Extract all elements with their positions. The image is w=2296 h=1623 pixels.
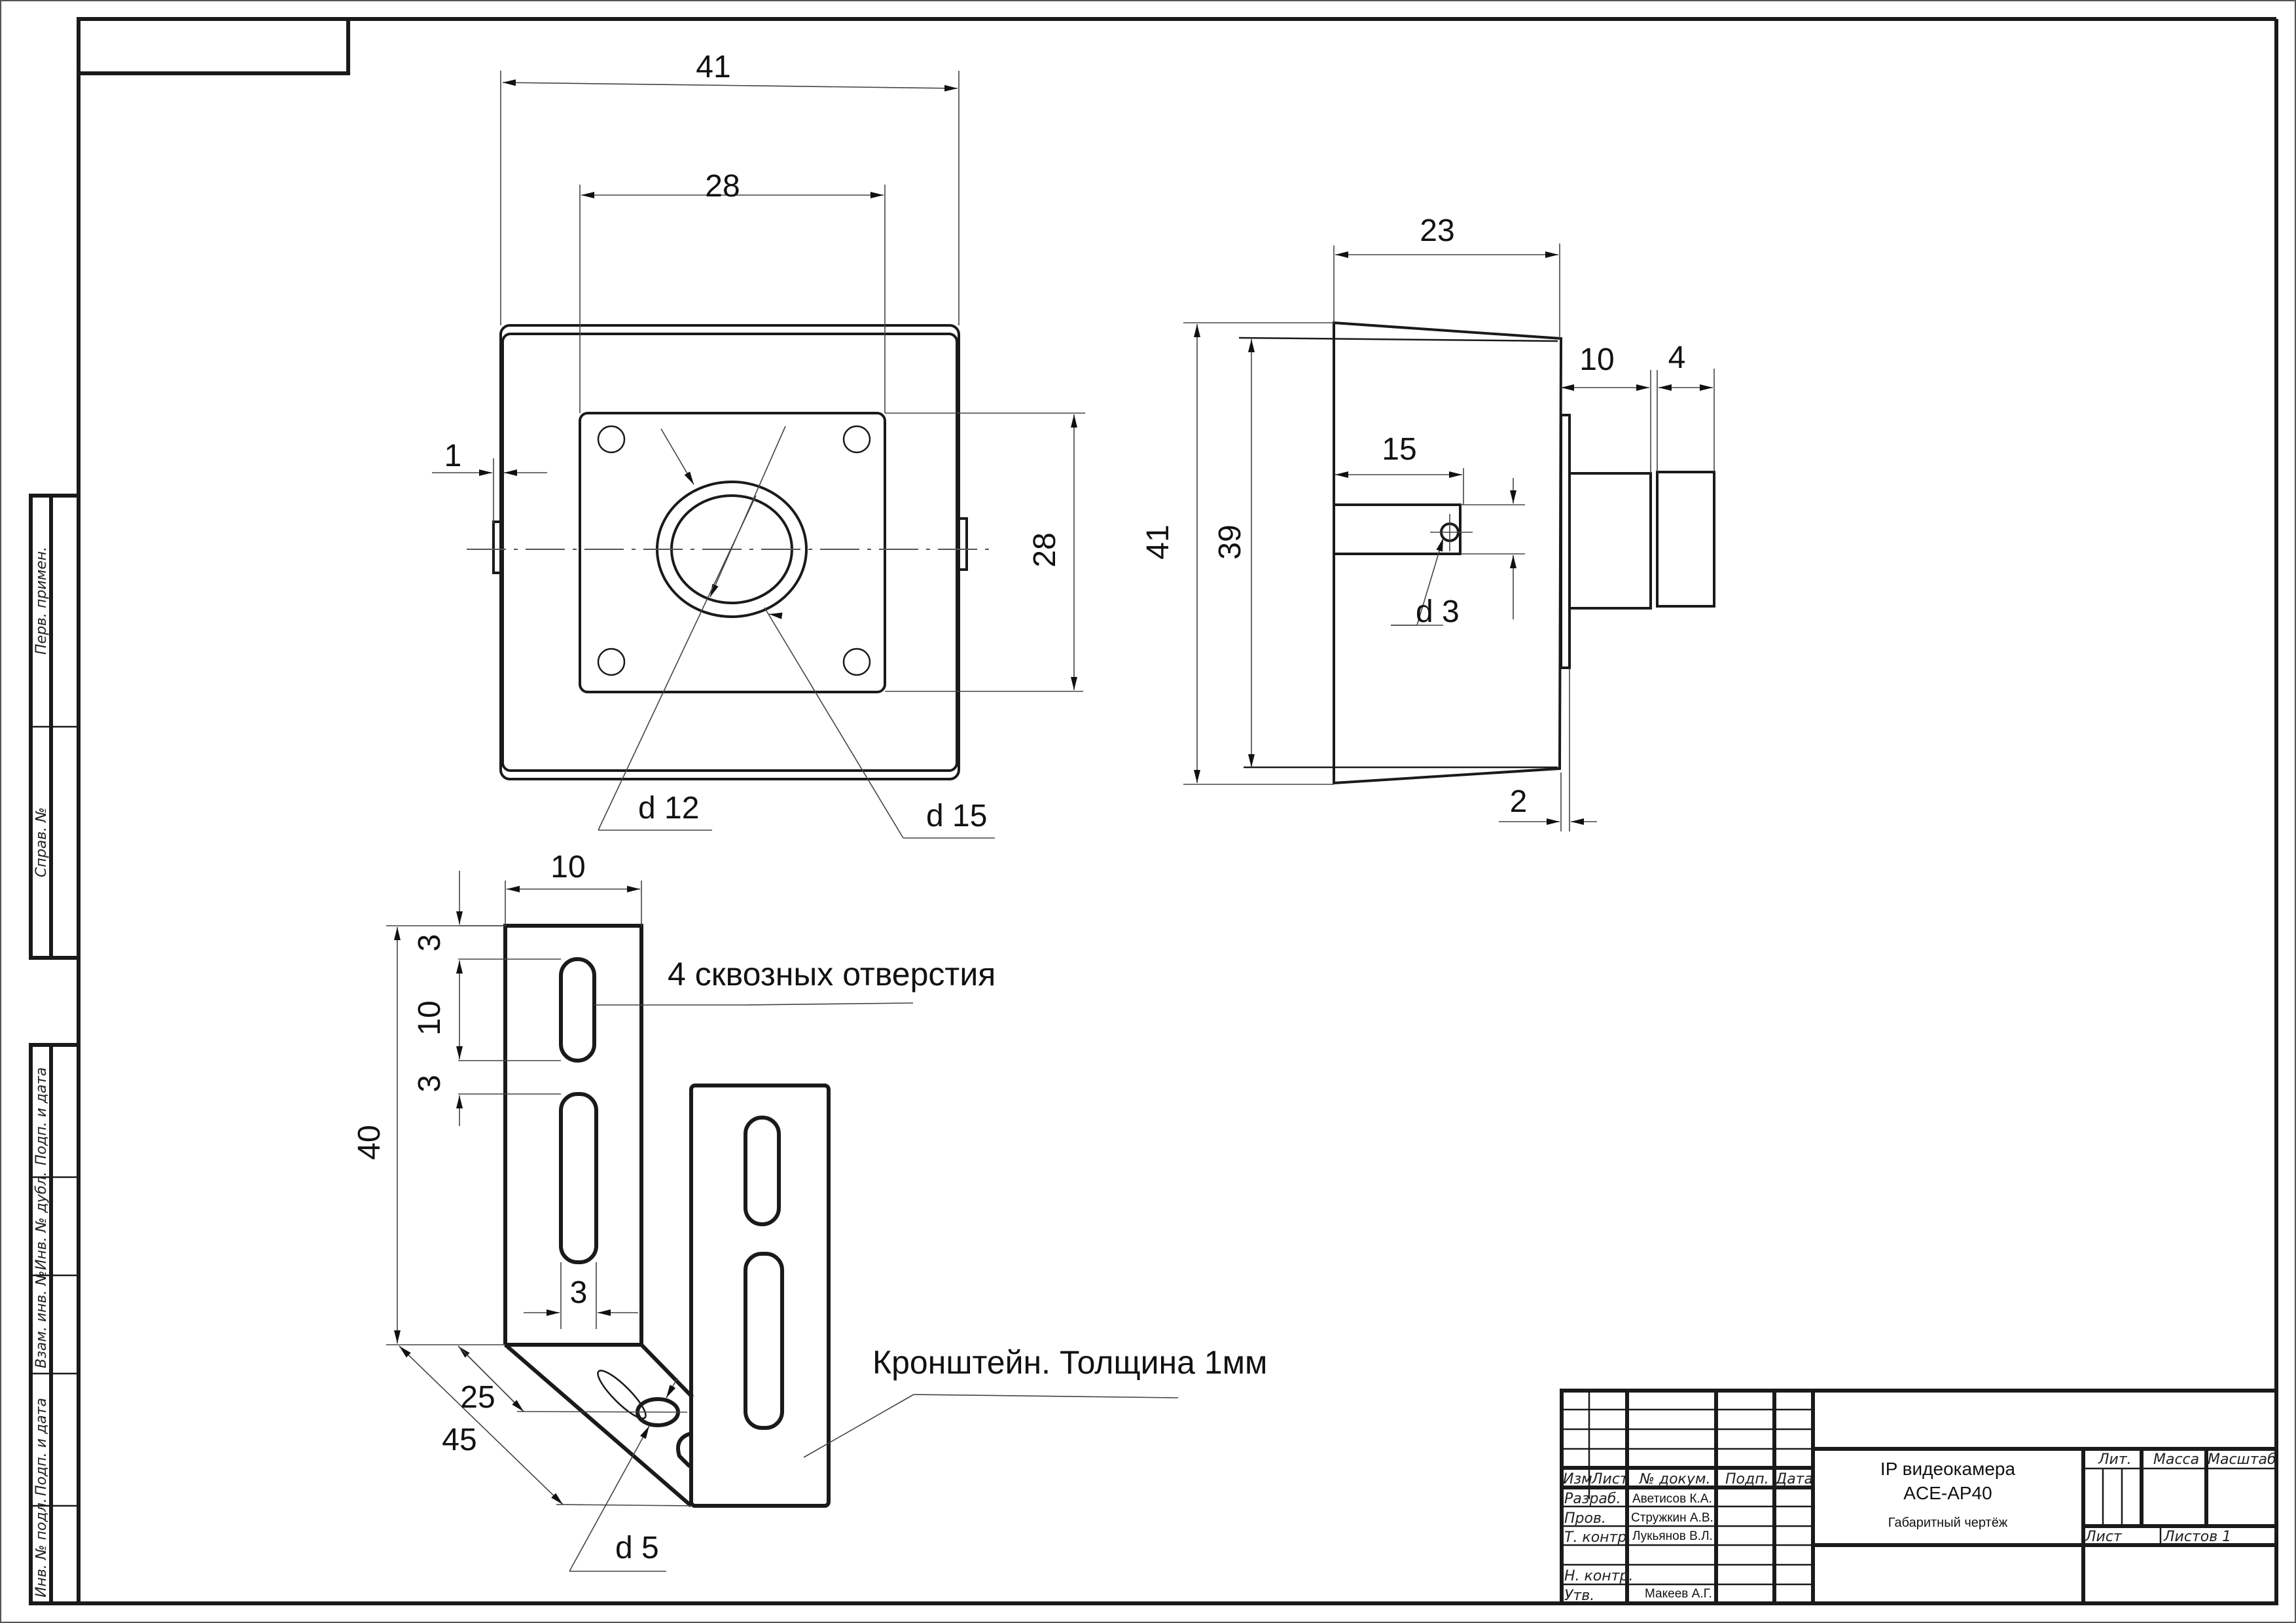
tb-sheet-label: Лист — [2085, 1529, 2123, 1545]
mount-hole — [842, 647, 871, 676]
tb-title-sub: Габаритный чертёж — [1888, 1516, 2008, 1530]
dim-hole-offset: 15 — [1382, 432, 1416, 467]
side-tab-left — [492, 520, 503, 574]
strip-label-sprav-no: Справ. № — [33, 807, 50, 877]
tb-lit-label: Лит. — [2098, 1451, 2132, 1468]
side-strip: Перв. примен. Справ. № Подп. и дата Инв.… — [29, 494, 81, 1605]
dim-flange: 1 — [444, 439, 462, 473]
dim-slot-length: 10 — [412, 1000, 447, 1035]
dim-plate-width: 28 — [705, 169, 740, 204]
tb-header-list: Лист — [1591, 1471, 1629, 1487]
corner-stamp-box — [77, 17, 350, 75]
strip-label-perv-primen: Перв. примен. — [33, 547, 50, 655]
dim-top-margin: 3 — [412, 934, 447, 952]
strip-label-podp-data-1: Подп. и дата — [33, 1067, 50, 1165]
mount-hole — [597, 425, 626, 454]
bracket-front-panel — [689, 1084, 831, 1508]
dim-overall-width: 41 — [696, 50, 730, 84]
tb-role: Т. контр. — [1564, 1529, 1631, 1546]
tb-role: Разраб. — [1564, 1491, 1621, 1507]
tb-title-line2: ACE-AP40 — [1903, 1483, 1992, 1503]
tb-header-sign: Подп. — [1725, 1471, 1769, 1487]
tb-role: Н. контр. — [1564, 1568, 1633, 1584]
tb-mass-label: Масса — [2153, 1451, 2199, 1468]
bracket-slot — [744, 1252, 784, 1430]
tb-header-doc-no: № докум. — [1639, 1471, 1710, 1487]
callout-d3: d 3 — [1416, 594, 1460, 629]
dim-overall-height: 41 — [1141, 524, 1175, 559]
lens-cap — [1656, 471, 1715, 608]
note-bracket: Кронштейн. Толщина 1мм — [872, 1344, 1267, 1381]
mount-hole — [597, 647, 626, 676]
dim-base-length: 45 — [442, 1423, 476, 1457]
dim-base-offset: 25 — [460, 1380, 495, 1415]
dim-depth: 23 — [1420, 213, 1454, 248]
lens-barrel — [1568, 472, 1652, 610]
dim-leg-height: 40 — [352, 1125, 387, 1159]
strip-label-inv-dubl: Инв. № дубл. — [33, 1171, 50, 1270]
callout-d15: d 15 — [926, 799, 987, 833]
mount-hole — [842, 425, 871, 454]
tb-role: Утв. — [1564, 1588, 1594, 1604]
tb-name: Аветисов К.А. — [1632, 1492, 1712, 1506]
dim-inner-height: 39 — [1213, 524, 1247, 559]
tb-role: Пров. — [1564, 1510, 1606, 1527]
dim-plate-thickness: 2 — [1510, 784, 1528, 819]
side-tab-right — [958, 517, 968, 571]
tb-name: Стружкин А.В. — [1631, 1511, 1713, 1525]
tb-sheets-label: Листов 1 — [2163, 1529, 2231, 1545]
tb-scale-label: Масштаб — [2208, 1451, 2276, 1468]
tb-header-izm: Изм — [1563, 1471, 1592, 1487]
dim-cap-length: 4 — [1668, 340, 1686, 375]
front-view: 41 28 28 1 d 12 d 15 — [432, 50, 1085, 839]
dim-plate-height: 28 — [1028, 532, 1062, 567]
tb-name: Лукьянов В.Л. — [1632, 1529, 1713, 1543]
base-notch — [676, 1432, 692, 1468]
bracket-slot — [744, 1116, 781, 1226]
strip-label-inv-podl: Инв. № подл. — [33, 1498, 50, 1597]
strip-label-vzam-inv: Взам. инв. № — [33, 1271, 50, 1368]
mount-plate — [579, 412, 886, 693]
side-view: 23 41 39 10 4 15 d 3 2 — [1141, 213, 1715, 831]
bracket-vertical-leg — [503, 924, 643, 1345]
tb-header-date: Дата — [1775, 1471, 1813, 1487]
dim-lens-length: 10 — [1579, 342, 1614, 377]
dim-leg-width: 10 — [550, 850, 585, 884]
hole-mount-block — [1333, 503, 1462, 555]
strip-label-podp-data-2: Подп. и дата — [33, 1398, 50, 1496]
dim-slot-width: 3 — [570, 1275, 588, 1310]
title-block: Изм Лист № докум. Подп. Дата Разраб. Аве… — [1560, 1389, 2278, 1605]
tb-name: Макеев А.Г. — [1645, 1587, 1712, 1601]
callout-d5: d 5 — [615, 1531, 659, 1565]
note-holes: 4 сквозных отверстия — [668, 956, 996, 993]
bracket-slot — [559, 957, 596, 1063]
camera-body-side — [1333, 321, 1563, 785]
base-slot — [597, 1370, 647, 1419]
tb-title-line1: IP видеокамера — [1880, 1459, 2016, 1479]
bracket-view: 10 3 10 3 40 3 25 45 d 5 — [352, 850, 1267, 1572]
bracket-slot — [559, 1092, 598, 1264]
dim-slot-gap: 3 — [412, 1075, 447, 1093]
callout-d12: d 12 — [638, 791, 699, 826]
